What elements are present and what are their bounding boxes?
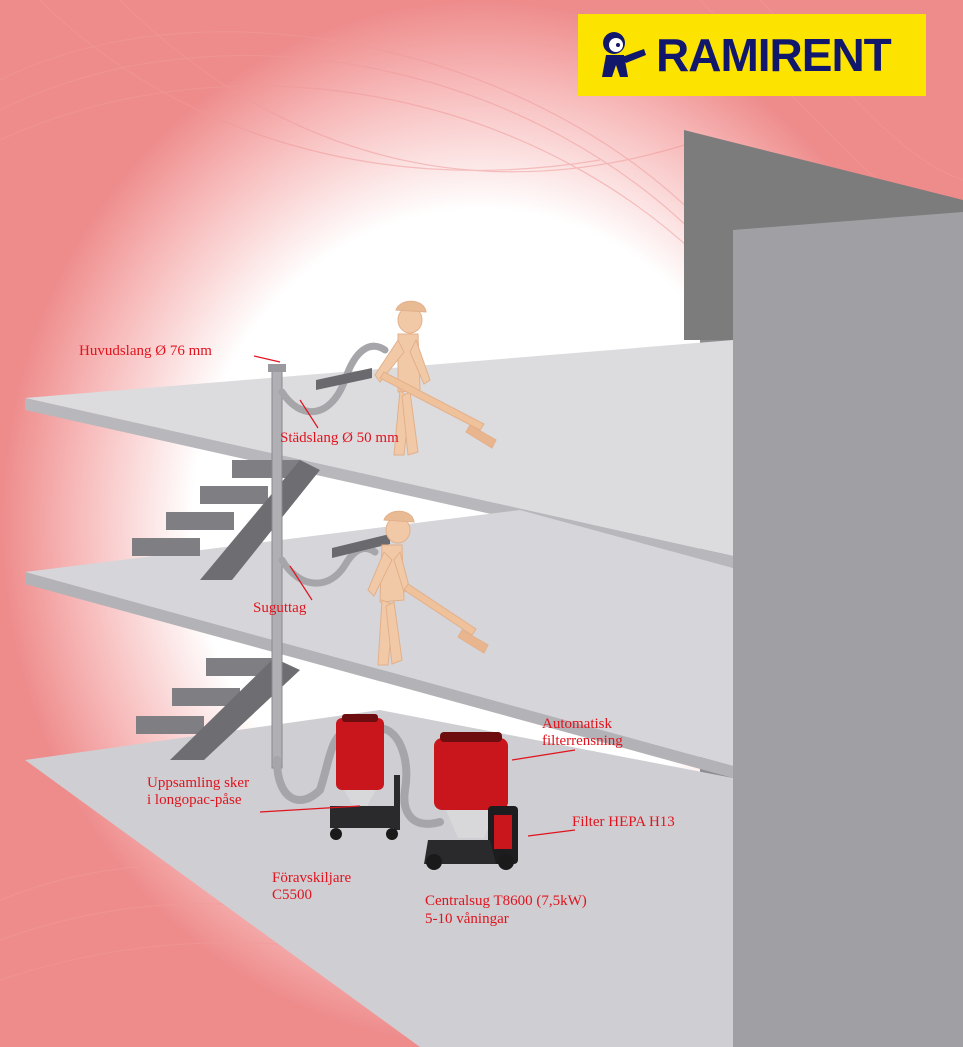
label-preseparator-line2: C5500 xyxy=(272,887,312,904)
brand-name: RAMIRENT xyxy=(656,28,891,82)
label-collection-line1: Uppsamling sker xyxy=(147,775,249,792)
label-auto-filter-line2: filterrensning xyxy=(542,733,623,750)
ramirent-logo: RAMIRENT xyxy=(578,14,926,96)
label-filter-hepa: Filter HEPA H13 xyxy=(572,814,675,831)
label-preseparator-line1: Föravskiljare xyxy=(272,870,351,887)
label-suction-outlet: Suguttag xyxy=(253,600,306,617)
ramirent-mascot-icon xyxy=(592,25,652,85)
label-central-vacuum-line2: 5-10 våningar xyxy=(425,911,509,928)
label-central-vacuum-line1: Centralsug T8600 (7,5kW) xyxy=(425,893,587,910)
label-auto-filter-line1: Automatisk xyxy=(542,716,612,733)
label-main-hose: Huvudslang Ø 76 mm xyxy=(79,343,212,360)
label-cleaning-hose: Städslang Ø 50 mm xyxy=(280,430,399,447)
label-collection-line2: i longopac-påse xyxy=(147,792,242,809)
central-vacuum-machine xyxy=(424,732,518,870)
